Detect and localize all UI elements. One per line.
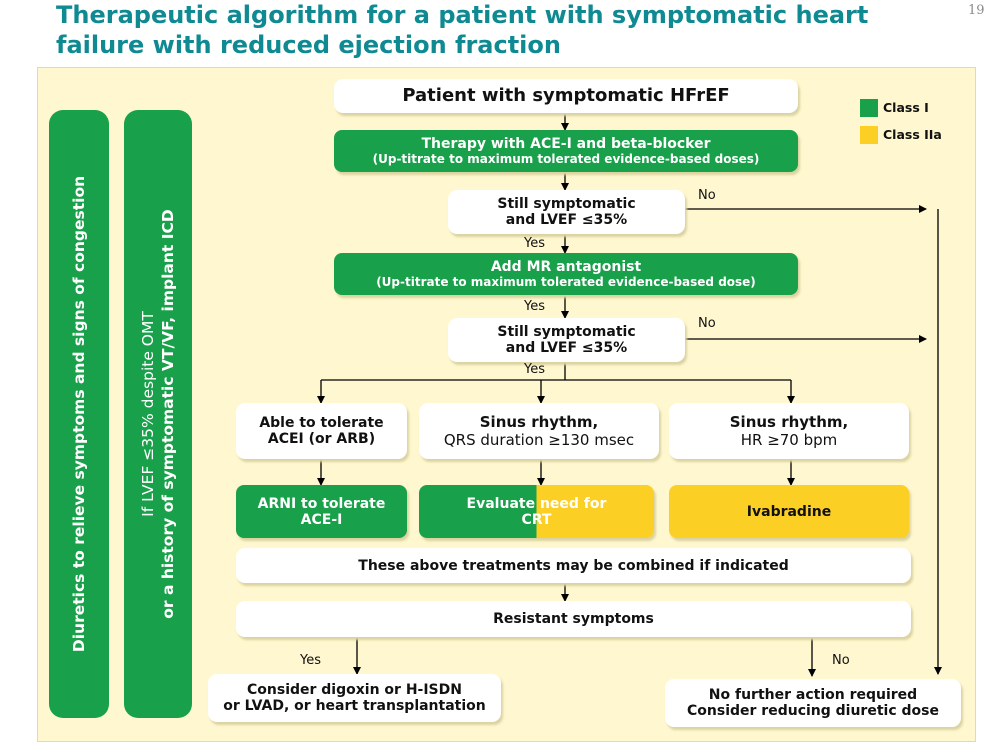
- sinus-hr-line2: HR ≥70 bpm: [740, 431, 838, 449]
- no-further-line1: No further action required: [708, 687, 918, 703]
- mr-antagonist-subtitle: (Up-titrate to maximum tolerated evidenc…: [376, 274, 756, 289]
- arni-line2: ACE-I: [300, 511, 343, 528]
- icd-text-line1: If LVEF ≤35% despite OMT: [139, 311, 157, 517]
- ivabradine-box: Ivabradine: [669, 485, 909, 538]
- digoxin-line2: or LVAD, or heart transplantation: [223, 698, 486, 714]
- label-yes-1: Yes: [524, 236, 545, 251]
- label-no-2: No: [698, 316, 716, 331]
- tolerate-acei-box: Able to tolerate ACEI (or ARB): [236, 403, 407, 459]
- icd-bar: If LVEF ≤35% despite OMT or a history of…: [124, 110, 192, 718]
- tolerate-line1: Able to tolerate: [259, 415, 384, 431]
- diuretics-bar: Diuretics to relieve symptoms and signs …: [49, 110, 109, 718]
- crt-line1: Evaluate need for: [466, 495, 607, 512]
- slide-title: Therapeutic algorithm for a patient with…: [56, 1, 869, 59]
- no-further-line2: Consider reducing diuretic dose: [687, 703, 939, 719]
- icd-text: If LVEF ≤35% despite OMT or a history of…: [138, 209, 178, 618]
- acei-betablocker-subtitle: (Up-titrate to maximum tolerated evidenc…: [372, 151, 760, 166]
- crt-box: Evaluate need for CRT: [419, 485, 654, 538]
- diuretics-text: Diuretics to relieve symptoms and signs …: [70, 175, 88, 653]
- digoxin-line1: Consider digoxin or H-ISDN: [247, 682, 462, 698]
- digoxin-box: Consider digoxin or H-ISDN or LVAD, or h…: [208, 674, 501, 722]
- sinus-hr-box: Sinus rhythm, HR ≥70 bpm: [669, 403, 909, 459]
- no-further-action-box: No further action required Consider redu…: [665, 679, 961, 727]
- sinus-qrs-box: Sinus rhythm, QRS duration ≥130 msec: [419, 403, 659, 459]
- mr-antagonist-box: Add MR antagonist (Up-titrate to maximum…: [334, 253, 798, 295]
- legend-class-i-label: Class I: [883, 100, 929, 115]
- tolerate-line2: ACEI (or ARB): [267, 431, 376, 447]
- label-yes-3: Yes: [524, 362, 545, 377]
- resistant-symptoms-box: Resistant symptoms: [236, 601, 911, 637]
- mr-antagonist-title: Add MR antagonist: [490, 258, 642, 275]
- label-no-3: No: [832, 653, 850, 668]
- label-yes-2: Yes: [524, 299, 545, 314]
- still2-line1: Still symptomatic: [497, 324, 636, 340]
- acei-betablocker-title: Therapy with ACE-I and beta-blocker: [421, 135, 711, 152]
- crt-line2: CRT: [521, 511, 552, 528]
- acei-betablocker-box: Therapy with ACE-I and beta-blocker (Up-…: [334, 130, 798, 172]
- patient-box: Patient with symptomatic HFrEF: [334, 79, 798, 113]
- arni-box: ARNI to tolerate ACE-I: [236, 485, 407, 538]
- still1-line1: Still symptomatic: [497, 196, 636, 212]
- legend-class-iia-label: Class IIa: [883, 127, 942, 142]
- arni-line1: ARNI to tolerate: [257, 495, 386, 512]
- combined-box: These above treatments may be combined i…: [236, 548, 911, 583]
- label-no-1: No: [698, 188, 716, 203]
- still-symptomatic-box-2: Still symptomatic and LVEF ≤35%: [448, 318, 685, 362]
- legend-class-iia-swatch: [860, 126, 878, 144]
- sinus-hr-line1: Sinus rhythm,: [729, 413, 849, 431]
- sinus-qrs-line2: QRS duration ≥130 msec: [443, 431, 635, 449]
- page-number: 19: [968, 3, 985, 18]
- still-symptomatic-box-1: Still symptomatic and LVEF ≤35%: [448, 190, 685, 234]
- legend-class-i-swatch: [860, 99, 878, 117]
- still2-line2: and LVEF ≤35%: [505, 340, 628, 356]
- label-yes-4: Yes: [300, 653, 321, 668]
- sinus-qrs-line1: Sinus rhythm,: [479, 413, 599, 431]
- icd-text-line2: or a history of symptomatic VT/VF, impla…: [159, 209, 177, 619]
- still1-line2: and LVEF ≤35%: [505, 212, 628, 228]
